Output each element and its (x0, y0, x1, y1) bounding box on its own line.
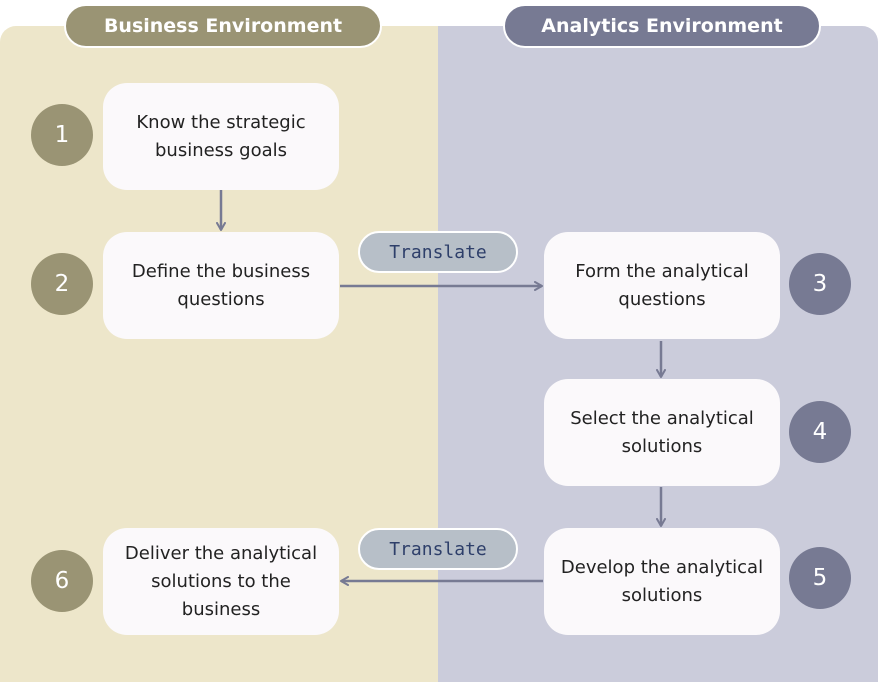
step-6-number: 6 (31, 550, 93, 612)
step-5-number: 5 (789, 547, 851, 609)
analytics-environment-header: Analytics Environment (503, 4, 821, 48)
business-environment-header: Business Environment (64, 4, 382, 48)
step-3-number: 3 (789, 253, 851, 315)
translate-label-bottom: Translate (358, 528, 518, 570)
step-1-box: Know the strategic business goals (103, 83, 339, 190)
step-2-number: 2 (31, 253, 93, 315)
step-4-box: Select the analytical solutions (544, 379, 780, 486)
step-6-box: Deliver the analytical solutions to the … (103, 528, 339, 635)
step-4-number: 4 (789, 401, 851, 463)
step-2-box: Define the business questions (103, 232, 339, 339)
step-1-number: 1 (31, 104, 93, 166)
translate-label-top: Translate (358, 231, 518, 273)
step-5-box: Develop the analytical solutions (544, 528, 780, 635)
step-3-box: Form the analytical questions (544, 232, 780, 339)
